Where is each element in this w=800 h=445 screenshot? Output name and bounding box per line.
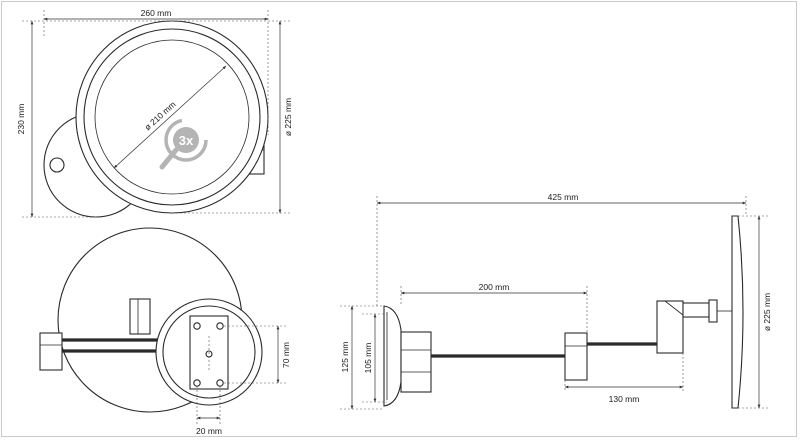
screw-hole	[193, 322, 201, 330]
wall-mount-block	[400, 331, 432, 393]
base-outer-label: 125 mm	[340, 342, 350, 373]
top-clamp	[129, 298, 151, 335]
top-width-label: 260 mm	[141, 8, 172, 18]
mirror-outer-rim	[75, 20, 269, 214]
side-mirror	[731, 215, 744, 409]
plate-height-label: 70 mm	[281, 342, 291, 368]
mirror-inner-rim	[83, 28, 261, 206]
wall-plate-inner	[162, 305, 256, 399]
overall-length-label: 425 mm	[548, 192, 579, 202]
base-inner-label: 105 mm	[363, 343, 373, 374]
mount-hole	[49, 157, 65, 173]
top-height-label: 230 mm	[16, 104, 26, 135]
top-view: 70 mm 20 mm	[39, 227, 291, 436]
magnification-label: 3x	[179, 133, 194, 148]
mirror-offset-label: 130 mm	[609, 394, 640, 404]
arm-length-label: 200 mm	[479, 282, 510, 292]
wall-flange	[383, 305, 402, 407]
mirror-glass	[94, 39, 250, 195]
front-view: 3x ø 210 mm 260 mm 230 mm ø 225 mm	[16, 8, 293, 218]
plate-width-label: 20 mm	[196, 426, 222, 436]
arm-joint	[564, 332, 588, 381]
top-wall-block	[39, 332, 63, 371]
side-view: 425 mm 200 mm 130 mm ø 225 mm 125 mm 105…	[340, 192, 772, 410]
mirror-pivot	[708, 299, 718, 323]
screw-hole	[216, 322, 224, 330]
swivel-block	[656, 300, 684, 354]
diameter-line	[113, 65, 227, 169]
outer-diameter-label: ø 225 mm	[283, 98, 293, 136]
side-diameter-label: ø 225 mm	[762, 293, 772, 331]
swivel-arm	[682, 302, 710, 318]
